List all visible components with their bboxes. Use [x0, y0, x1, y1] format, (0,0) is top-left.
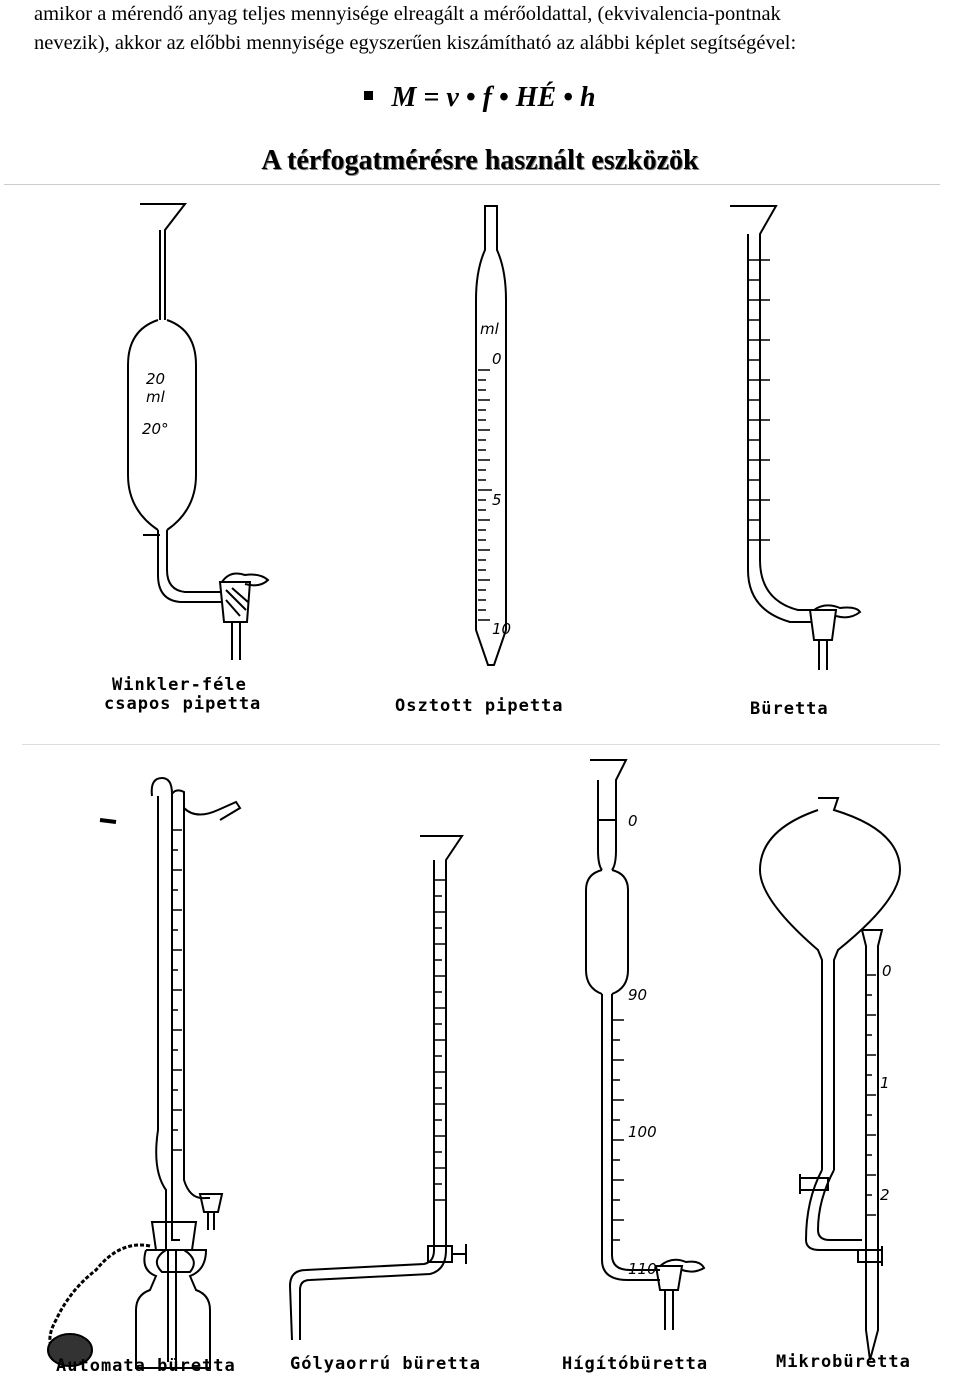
winkler-bulb-volume: 20 [146, 370, 165, 388]
winkler-bulb-temperature: 20° [142, 420, 169, 438]
formula-h: h [579, 82, 596, 113]
golyaorru-buretta-drawing [288, 835, 467, 1341]
section-title: A térfogatmérésre használt eszközök [261, 145, 699, 176]
osztott-scale-10: 10 [492, 620, 511, 638]
formula-M: M [391, 82, 417, 113]
mikro-scale-2: 2 [880, 1186, 890, 1204]
automata-caption: Automata büretta [56, 1356, 236, 1376]
higito-scale-100: 100 [628, 1123, 657, 1141]
golyaorru-caption: Gólyaorrú büretta [290, 1354, 481, 1374]
winkler-bulb-unit: ml [146, 388, 166, 406]
formula-dot-2: • [498, 82, 509, 113]
bottom-figure: 0 90 100 110 0 1 2 Automata büretta Góly… [47, 759, 911, 1376]
top-figure: 20 ml 20° ml 0 5 10 Winkler-féle csapos … [104, 203, 862, 719]
higito-buretta-drawing [585, 759, 706, 1330]
formula: M = v • f • HÉ • h [0, 82, 960, 114]
mikro-caption: Mikrobüretta [776, 1352, 911, 1372]
higito-caption: Hígítóbüretta [562, 1354, 708, 1374]
osztott-unit-label: ml [480, 320, 500, 338]
osztott-scale-5: 5 [492, 491, 502, 509]
winkler-caption-line-2: csapos pipetta [104, 694, 261, 714]
buretta-drawing [730, 205, 862, 670]
formula-f: f [482, 82, 492, 113]
divider [4, 184, 940, 185]
osztott-caption: Osztott pipetta [395, 696, 564, 716]
buretta-caption: Büretta [750, 699, 829, 719]
formula-dot-1: • [465, 82, 476, 113]
figure-divider [22, 744, 940, 745]
intro-line-2: nevezik), akkor az előbbi mennyisége egy… [34, 32, 797, 54]
higito-scale-0: 0 [628, 812, 638, 830]
formula-v: v [446, 82, 459, 113]
osztott-scale-0: 0 [492, 350, 502, 368]
winkler-pipette-drawing [127, 203, 270, 660]
intro-paragraph: amikor a mérendő anyag teljes mennyisége… [34, 0, 954, 58]
formula-dot-3: • [563, 82, 573, 113]
higito-scale-110: 110 [628, 1260, 657, 1278]
automata-buretta-drawing [47, 776, 242, 1369]
square-bullet-icon [364, 91, 374, 101]
formula-equals: = [423, 82, 440, 113]
higito-scale-90: 90 [628, 986, 647, 1004]
mikro-scale-1: 1 [880, 1074, 890, 1092]
mikro-buretta-drawing [758, 797, 902, 1361]
intro-line-1: amikor a mérendő anyag teljes mennyisége… [34, 3, 781, 25]
formula-HE: HÉ [515, 82, 557, 113]
osztott-pipette-drawing [475, 205, 507, 666]
winkler-caption-line-1: Winkler-féle [112, 675, 247, 695]
mikro-scale-0: 0 [882, 962, 892, 980]
